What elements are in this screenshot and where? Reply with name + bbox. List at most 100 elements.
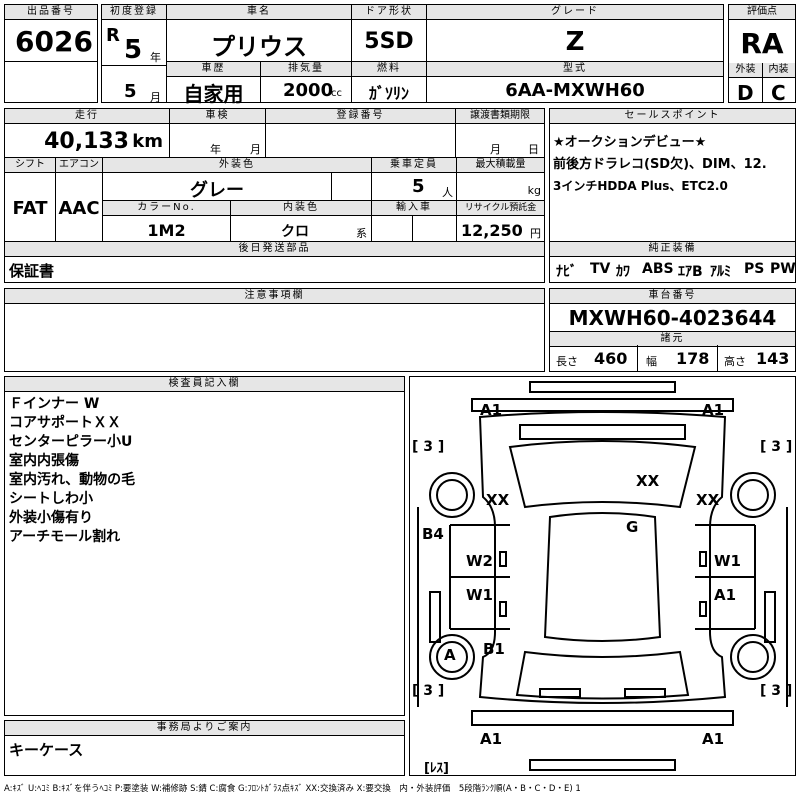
- sales-point-box: セールスポイント ★オークションデビュー★ 前後方ドラレコ(SD欠)、DIM、1…: [549, 108, 796, 242]
- width-value: 178: [676, 349, 710, 368]
- shift-label: シフト: [5, 158, 55, 173]
- mark-w1-left: W1: [466, 586, 493, 604]
- inspector-line: シートしわ小: [9, 491, 93, 507]
- mark-a1-right: A1: [714, 586, 737, 604]
- int-color-label: 内装色: [231, 201, 371, 216]
- inspector-line: 外装小傷有り: [9, 510, 93, 526]
- history-box: 車歴 自家用: [166, 61, 261, 106]
- lot-number-value: 6026: [15, 25, 93, 58]
- inspector-line: アーチモール割れ: [9, 529, 121, 545]
- mileage-unit: km: [132, 131, 163, 152]
- equipment-item: TV: [590, 261, 611, 277]
- first-registration-era: R: [106, 25, 120, 46]
- mark-a-wheel: A: [444, 646, 456, 664]
- equipment-item: ｱﾙﾐ: [710, 264, 731, 280]
- later-items-label: 後日発送部品: [5, 242, 544, 257]
- office-label: 事務局よりご案内: [5, 721, 404, 736]
- recycle-unit: 円: [530, 227, 541, 240]
- door-value: 5SD: [364, 29, 414, 54]
- notes-label: 注意事項欄: [5, 289, 544, 304]
- int-color-value: クロ: [281, 224, 309, 240]
- transfer-box: 譲渡書類期限 月 日: [455, 108, 545, 158]
- model-box: 型式 6AA-MXWH60: [426, 61, 724, 103]
- length-value: 460: [594, 349, 628, 368]
- equipment-box: 純正装備 ﾅﾋﾞ TV ｶﾜ ABS ｴｱB ｱﾙﾐ PS PW: [549, 241, 796, 283]
- equipment-item: ｴｱB: [678, 264, 703, 280]
- mark-b4: B4: [422, 525, 444, 543]
- ext-color-value: グレー: [190, 180, 244, 201]
- inspector-line: 室内内張傷: [9, 453, 79, 469]
- height-value: 143: [756, 349, 790, 368]
- lot-number-box: 出品番号 6026: [4, 4, 98, 103]
- transfer-month-unit: 月: [490, 143, 501, 156]
- mileage-label: 走行: [5, 109, 169, 124]
- shift-box: シフト FAT: [4, 157, 56, 242]
- import-label: 輸入車: [372, 201, 456, 216]
- ext-grade-value: D: [737, 81, 754, 105]
- office-value: キーケース: [9, 741, 84, 759]
- mark-xx-hood: XX: [636, 472, 660, 490]
- recycle-value: 12,250: [461, 221, 523, 240]
- score-label: 評価点: [729, 5, 795, 20]
- tire-front-right: [ 3 ]: [760, 439, 793, 455]
- inspector-line: Ｆインナー W: [9, 396, 100, 412]
- displacement-box: 排気量 2000 cc: [260, 61, 352, 103]
- tire-front-left: [ 3 ]: [412, 439, 445, 455]
- transfer-day-unit: 日: [528, 143, 539, 156]
- history-value: 自家用: [183, 82, 244, 106]
- displacement-label: 排気量: [261, 62, 351, 77]
- equipment-label: 純正装備: [550, 242, 795, 257]
- color-no-label: カラーNo.: [103, 201, 230, 216]
- model-value: 6AA-MXWH60: [505, 80, 645, 101]
- registration-number-box: 登録番号: [265, 108, 456, 158]
- registration-number-label: 登録番号: [266, 109, 455, 124]
- displacement-unit: cc: [331, 88, 342, 99]
- int-color-suffix: 系: [356, 227, 367, 240]
- equipment-item: ﾅﾋﾞ: [556, 264, 577, 280]
- first-registration-label: 初度登録: [102, 5, 166, 20]
- ext-color-box: 外装色 グレー: [102, 157, 372, 201]
- tire-rear-right: [ 3 ]: [760, 683, 793, 699]
- grade-label: グレード: [427, 5, 723, 20]
- sales-point-line-2: 前後方ドラレコ(SD欠)、DIM、12.: [553, 157, 767, 172]
- model-label: 型式: [427, 62, 723, 77]
- inspection-year-unit: 年: [210, 143, 221, 156]
- transfer-label: 譲渡書類期限: [456, 109, 544, 124]
- height-label: 高さ: [724, 355, 746, 368]
- later-items-box: 後日発送部品 保証書: [4, 241, 545, 283]
- fuel-value: ｶﾞｿﾘﾝ: [368, 84, 409, 103]
- dims-label: 諸元: [550, 331, 795, 347]
- score-value: RA: [740, 27, 784, 60]
- mark-w1-right-front: W1: [714, 552, 741, 570]
- mark-a1-front-left: A1: [480, 401, 503, 419]
- capacity-box: 乗車定員 5 人: [371, 157, 457, 201]
- aircon-box: エアコン AAC: [55, 157, 103, 242]
- equipment-item: PW: [770, 261, 796, 277]
- mileage-value: 40,133: [44, 129, 129, 154]
- equipment-item: PS: [744, 261, 765, 277]
- sales-point-label: セールスポイント: [550, 109, 795, 124]
- car-name-box: 車名 プリウス: [166, 4, 352, 62]
- mark-a1-rear-left: A1: [480, 730, 503, 748]
- inspection-label: 車検: [170, 109, 265, 124]
- chassis-box: 車台番号 MXWH60-4023644 諸元 長さ 460 幅 178 高さ 1…: [549, 288, 796, 372]
- recycle-label: リサイクル預託金: [457, 201, 544, 216]
- ext-color-label: 外装色: [103, 158, 371, 173]
- inspection-box: 車検 年 月: [169, 108, 266, 158]
- ext-grade-label: 外装: [729, 63, 763, 78]
- import-box: 輸入車: [371, 200, 457, 242]
- car-diagram: A1 A1 [ 3 ] [ 3 ] XX XX XX G B4 W2 W1 W1…: [409, 376, 796, 776]
- mark-b1: B1: [483, 640, 505, 658]
- equipment-item: ABS: [642, 261, 674, 277]
- history-label: 車歴: [167, 62, 260, 77]
- first-registration-month: 5: [124, 81, 137, 102]
- office-box: 事務局よりご案内 キーケース: [4, 720, 405, 776]
- color-no-box: カラーNo. 1M2: [102, 200, 231, 242]
- grade-box: グレード Z: [426, 4, 724, 62]
- first-registration-box: 初度登録 R 5 年 5 月: [101, 4, 167, 104]
- inspection-month-unit: 月: [250, 143, 261, 156]
- inspector-label: 検査員記入欄: [5, 377, 404, 392]
- chassis-label: 車台番号: [550, 289, 795, 304]
- spare-tire: [ﾚｽ]: [424, 761, 449, 776]
- legend: A:ｷｽﾞ U:ﾍｺﾐ B:ｷｽﾞを伴うﾍｺﾐ P:要塗装 W:補修跡 S:錆 …: [4, 784, 581, 794]
